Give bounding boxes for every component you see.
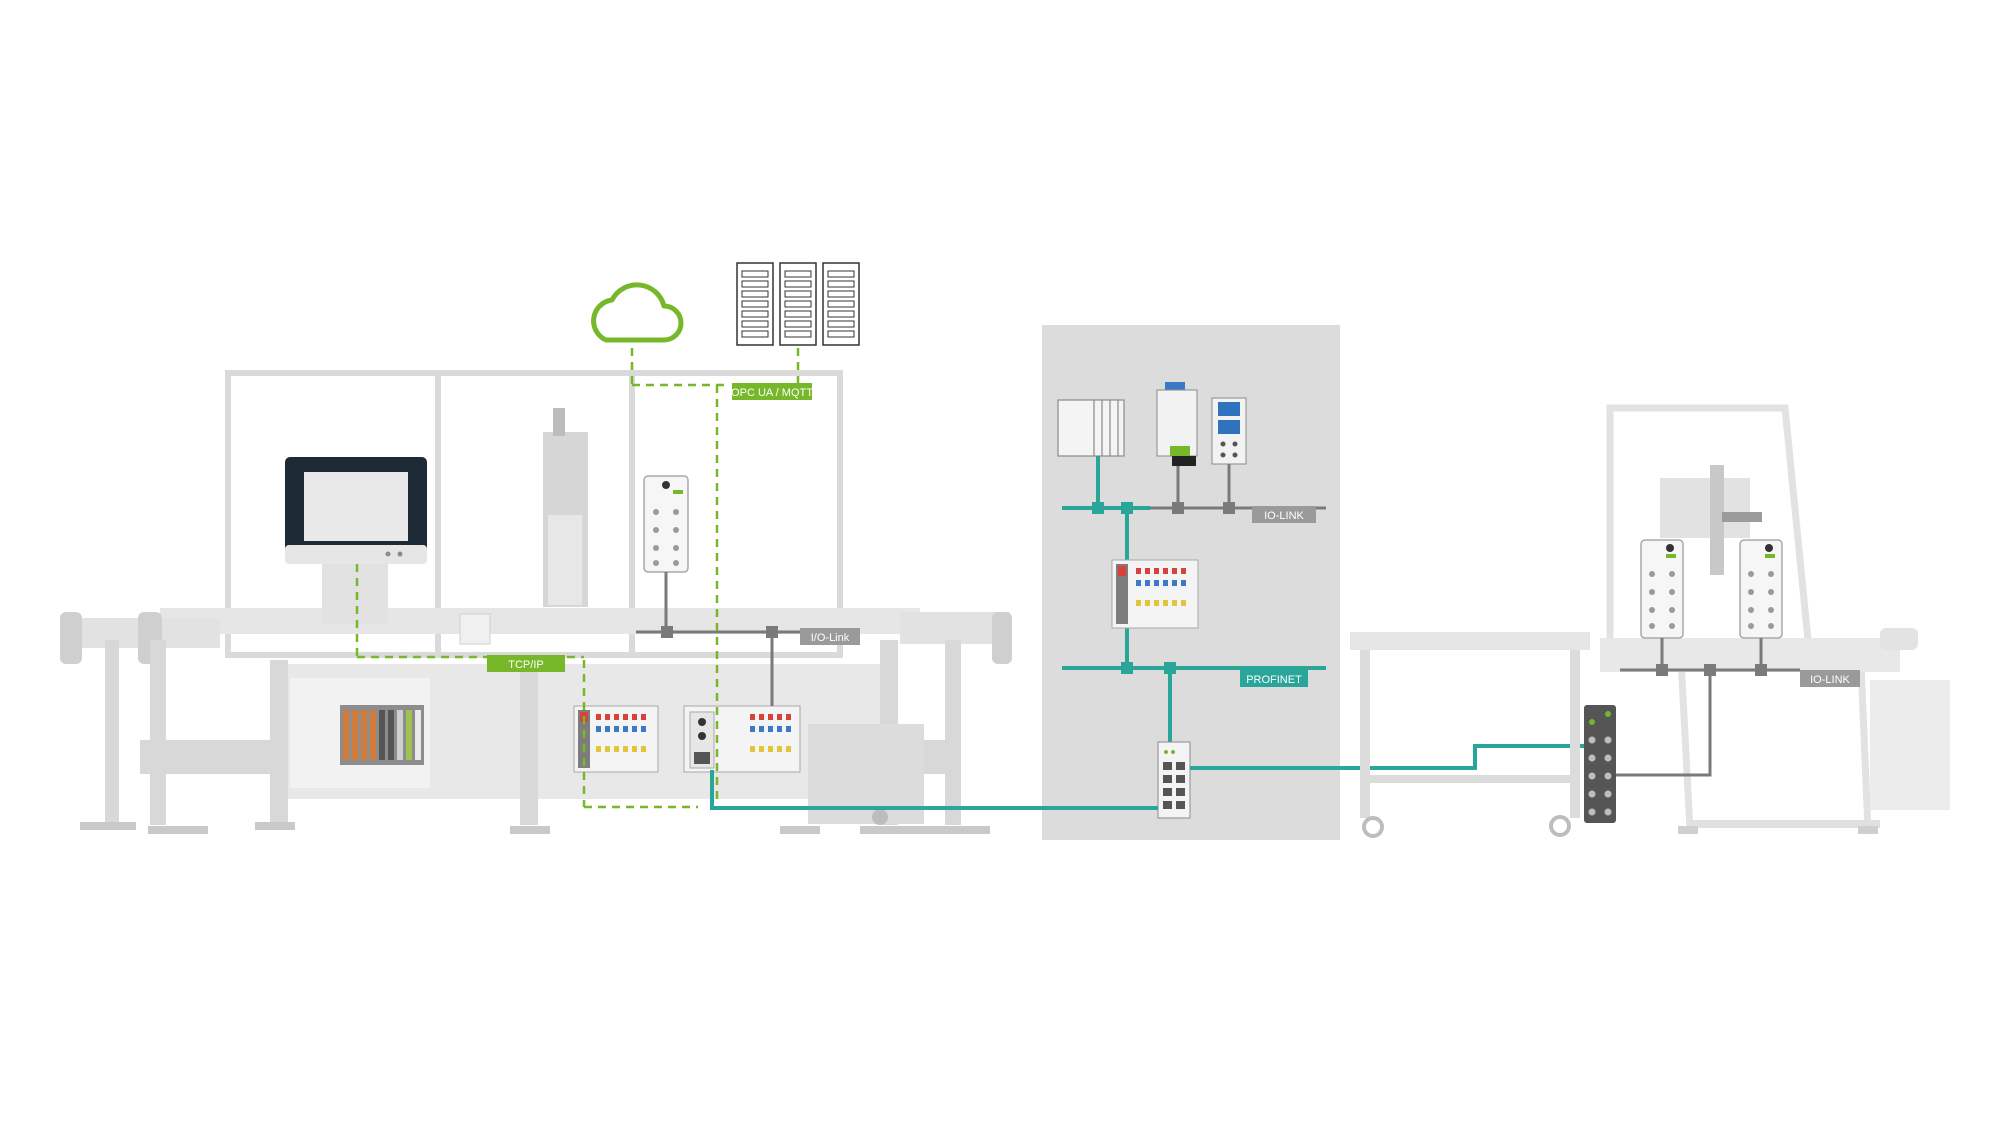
io-link-cabinet-text: IO-LINK <box>1264 510 1304 522</box>
profinet-label: PROFINET <box>1240 670 1308 687</box>
io-link-left-text: I/O-Link <box>811 632 850 644</box>
left-machine-legs <box>105 640 961 825</box>
touch-panel-icon <box>285 457 427 624</box>
cabinet-bus-nodes <box>1092 502 1176 674</box>
left-conveyor-bed <box>160 608 920 634</box>
right-machine-feet <box>1678 826 1878 834</box>
left-machine <box>60 370 1012 834</box>
right-machine: IO-LINK <box>1350 404 1950 838</box>
controller-icon <box>683 705 801 773</box>
left-roller <box>60 612 82 664</box>
small-io-box <box>459 613 491 645</box>
opc-ua-mqtt-link <box>582 348 800 809</box>
cabinet-device-stack <box>1057 399 1125 457</box>
right-table-legs <box>1360 650 1580 818</box>
opc-ua-mqtt-label: OPC UA / MQTT <box>731 383 813 400</box>
right-side-cabinet <box>1870 680 1950 810</box>
io-link-master-icon <box>1640 539 1684 639</box>
pick-place-rod <box>553 408 565 436</box>
bus-node <box>766 626 778 638</box>
tcp-ip-text: TCP/IP <box>508 659 543 671</box>
switch-icon <box>1157 741 1191 819</box>
right-conveyor-end <box>900 612 1010 644</box>
right-actuator-arm <box>1722 512 1762 522</box>
right-table-wheel <box>1362 816 1384 838</box>
profinet-cable <box>710 744 1584 810</box>
right-table-top <box>1350 632 1590 650</box>
right-bus-nodes <box>1656 664 1767 676</box>
cabinet-io-nodes <box>1172 502 1235 514</box>
motor-wheel <box>872 809 888 825</box>
controller-icon <box>1111 559 1199 629</box>
right-conveyor-roller <box>1880 628 1918 650</box>
io-link-right-label: IO-LINK <box>1800 670 1860 687</box>
right-conveyor <box>1600 638 1900 672</box>
io-link-cabinet-label: IO-LINK <box>1252 506 1316 523</box>
io-link-right-text: IO-LINK <box>1810 674 1850 686</box>
pick-place-cylinder <box>548 515 582 605</box>
right-machine-head <box>1660 478 1750 538</box>
field-io-link-master-icon <box>1584 705 1616 823</box>
tcp-ip-label: TCP/IP <box>487 655 565 672</box>
io-link-master-icon <box>643 475 689 573</box>
server-icon <box>736 262 860 346</box>
io-link-left-label: I/O-Link <box>800 628 860 645</box>
controller-icon <box>573 705 659 773</box>
terminal-block-strip <box>340 705 424 765</box>
cloud-icon <box>591 282 684 343</box>
left-machine-feet <box>80 822 990 834</box>
right-table-wheel <box>1549 815 1571 837</box>
opc-ua-mqtt-text: OPC UA / MQTT <box>731 387 813 399</box>
io-link-master-icon <box>1739 539 1783 639</box>
control-cabinet: IO-LINK PROFINET <box>1042 325 1340 840</box>
power-supply-icon <box>1156 382 1198 466</box>
right-roller <box>992 612 1012 664</box>
right-actuator <box>1710 465 1724 575</box>
bus-node <box>661 626 673 638</box>
right-base <box>1690 820 1880 828</box>
profinet-text: PROFINET <box>1246 674 1302 686</box>
blue-io-module-icon <box>1211 397 1247 465</box>
